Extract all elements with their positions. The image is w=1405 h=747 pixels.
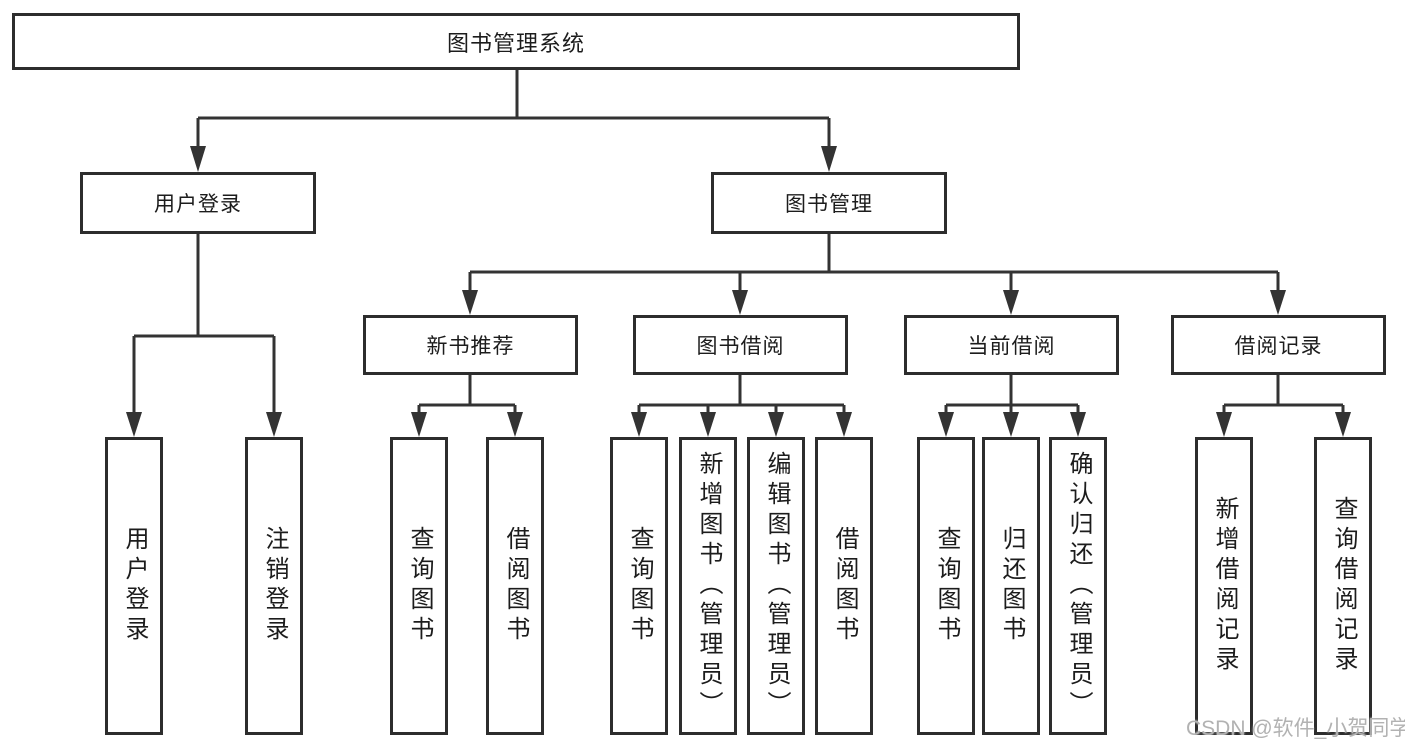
leaf-current-query-book: 查询图书 (917, 437, 975, 735)
node-current-borrowing: 当前借阅 (904, 315, 1119, 375)
node-book-borrowing: 图书借阅 (633, 315, 848, 375)
leaf-recommend-query-book: 查询图书 (390, 437, 448, 735)
node-library-management-system: 图书管理系统 (12, 13, 1020, 70)
leaf-borrowing-edit-book: 编辑图书（管理员） (747, 437, 805, 735)
leaf-borrowing-query-book: 查询图书 (610, 437, 668, 735)
leaf-recommend-borrow-book: 借阅图书 (486, 437, 544, 735)
leaf-records-add-record: 新增借阅记录 (1195, 437, 1253, 735)
node-user-login: 用户登录 (80, 172, 316, 234)
leaf-borrowing-borrow-book: 借阅图书 (815, 437, 873, 735)
leaf-current-return-book: 归还图书 (982, 437, 1040, 735)
leaf-records-query-record: 查询借阅记录 (1314, 437, 1372, 735)
leaf-user-login: 用户登录 (105, 437, 163, 735)
leaf-current-confirm-return: 确认归还（管理员） (1049, 437, 1107, 735)
node-book-management: 图书管理 (711, 172, 947, 234)
node-new-book-recommend: 新书推荐 (363, 315, 578, 375)
leaf-logout-login: 注销登录 (245, 437, 303, 735)
node-borrowing-records: 借阅记录 (1171, 315, 1386, 375)
leaf-borrowing-add-book: 新增图书（管理员） (679, 437, 737, 735)
csdn-watermark: CSDN @软件_小贺同学 (1186, 717, 1405, 740)
